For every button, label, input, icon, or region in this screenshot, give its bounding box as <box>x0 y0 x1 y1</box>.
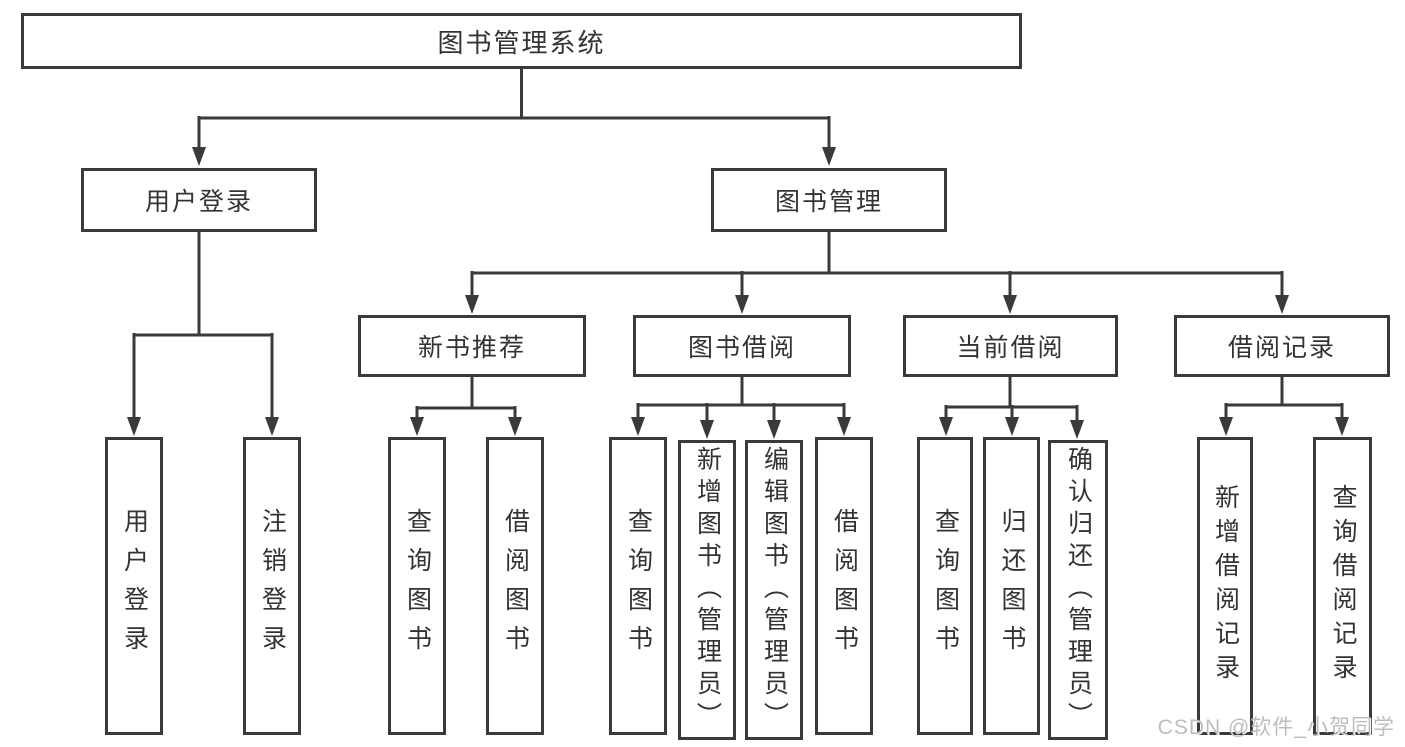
node-user-login: 用户登录 <box>81 168 317 232</box>
node-book-management: 图书管理 <box>711 168 947 232</box>
node-current-borrowing-label: 当前借阅 <box>956 334 1065 362</box>
leaf-current-query-books: 查询图书 <box>917 437 973 735</box>
node-book-borrowing-label: 图书借阅 <box>687 334 796 362</box>
node-root-label: 图书管理系统 <box>437 27 606 58</box>
node-user-login-label: 用户登录 <box>144 188 253 216</box>
leaf-borrowing-query-books: 查询图书 <box>609 437 667 735</box>
leaf-recommend-query-books: 查询图书 <box>388 437 446 735</box>
leaf-return-books: 归还图书 <box>983 437 1040 735</box>
leaf-borrowing-borrow-books: 借阅图书 <box>815 437 873 735</box>
node-current-borrowing: 当前借阅 <box>903 315 1118 377</box>
leaf-recommend-query-books-label: 查询图书 <box>403 508 432 664</box>
leaf-borrowing-query-books-label: 查询图书 <box>624 508 653 664</box>
node-new-book-recommend-label: 新书推荐 <box>417 334 526 362</box>
leaf-query-borrow-record-label: 查询借阅记录 <box>1329 484 1357 688</box>
leaf-borrowing-borrow-books-label: 借阅图书 <box>830 508 859 664</box>
node-book-management-label: 图书管理 <box>774 188 883 216</box>
leaf-add-books-admin-label: 新增图书（管理员） <box>693 446 722 734</box>
node-borrowing-records-label: 借阅记录 <box>1227 334 1336 362</box>
leaf-confirm-return-admin-label: 确认归还（管理员） <box>1064 446 1093 734</box>
leaf-user-login: 用户登录 <box>105 437 163 735</box>
leaf-logout: 注销登录 <box>243 437 301 735</box>
leaf-logout-label: 注销登录 <box>258 508 287 664</box>
node-borrowing-records: 借阅记录 <box>1174 315 1390 377</box>
leaf-current-query-books-label: 查询图书 <box>931 508 960 664</box>
leaf-add-borrow-record: 新增借阅记录 <box>1197 437 1253 735</box>
leaf-add-borrow-record-label: 新增借阅记录 <box>1211 484 1240 688</box>
leaf-confirm-return-admin: 确认归还（管理员） <box>1048 440 1108 740</box>
leaf-recommend-borrow-books-label: 借阅图书 <box>501 508 530 664</box>
leaf-query-borrow-record: 查询借阅记录 <box>1313 437 1372 735</box>
leaf-return-books-label: 归还图书 <box>998 508 1026 664</box>
watermark: CSDN @软件_小贺同学 <box>1157 716 1395 739</box>
leaf-edit-books-admin-label: 编辑图书（管理员） <box>760 446 789 734</box>
leaf-edit-books-admin: 编辑图书（管理员） <box>745 440 803 740</box>
leaf-add-books-admin: 新增图书（管理员） <box>678 440 736 740</box>
node-new-book-recommend: 新书推荐 <box>358 315 586 377</box>
leaf-user-login-label: 用户登录 <box>120 508 149 664</box>
node-root: 图书管理系统 <box>21 13 1022 69</box>
leaf-recommend-borrow-books: 借阅图书 <box>486 437 544 735</box>
node-book-borrowing: 图书借阅 <box>633 315 851 377</box>
